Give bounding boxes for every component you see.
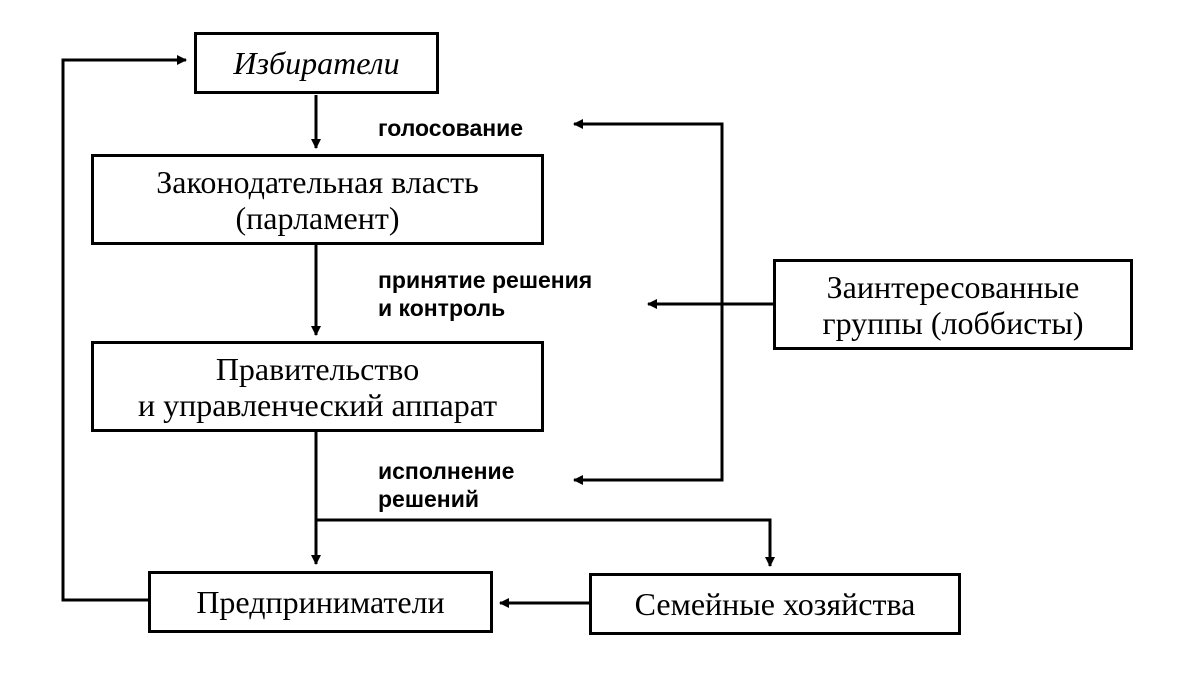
arrow-government-to-households: [316, 518, 775, 567]
legislature-box: Законодательная власть (парламент): [91, 154, 544, 245]
entrepreneurs-box: Предприниматели: [148, 571, 493, 633]
lobby-bracket-line: [576, 122, 724, 482]
legislature-label-line2: (парламент): [235, 199, 400, 236]
lobbyists-box: Заинтересованные группы (лоббисты): [773, 259, 1133, 350]
legislature-label-line1: Законодательная власть: [156, 163, 479, 200]
voters-box: Избиратели: [194, 32, 439, 94]
voting-label: голосование: [378, 115, 524, 141]
execution-label: исполнение решений: [378, 457, 514, 513]
government-label-line2: и управленческий аппарат: [137, 386, 498, 423]
households-box: Семейные хозяйства: [589, 573, 961, 635]
decision-label-line1: принятие решения: [378, 267, 593, 293]
execution-label-line2: решений: [378, 486, 479, 512]
arrow-entrepreneurs-to-voters: [61, 55, 187, 602]
decision-control-label: принятие решения и контроль: [378, 266, 592, 322]
lobbyists-label-line1: Заинтересованные: [826, 268, 1080, 305]
voters-label: Избиратели: [233, 45, 400, 81]
government-label-line1: Правительство: [215, 350, 420, 387]
lobbyists-label-line2: группы (лоббисты): [822, 304, 1084, 341]
households-label: Семейные хозяйства: [634, 586, 916, 622]
decision-label-line2: и контроль: [378, 295, 506, 321]
entrepreneurs-label: Предприниматели: [196, 584, 445, 620]
government-box: Правительство и управленческий аппарат: [91, 341, 544, 432]
execution-label-line1: исполнение: [378, 458, 515, 484]
